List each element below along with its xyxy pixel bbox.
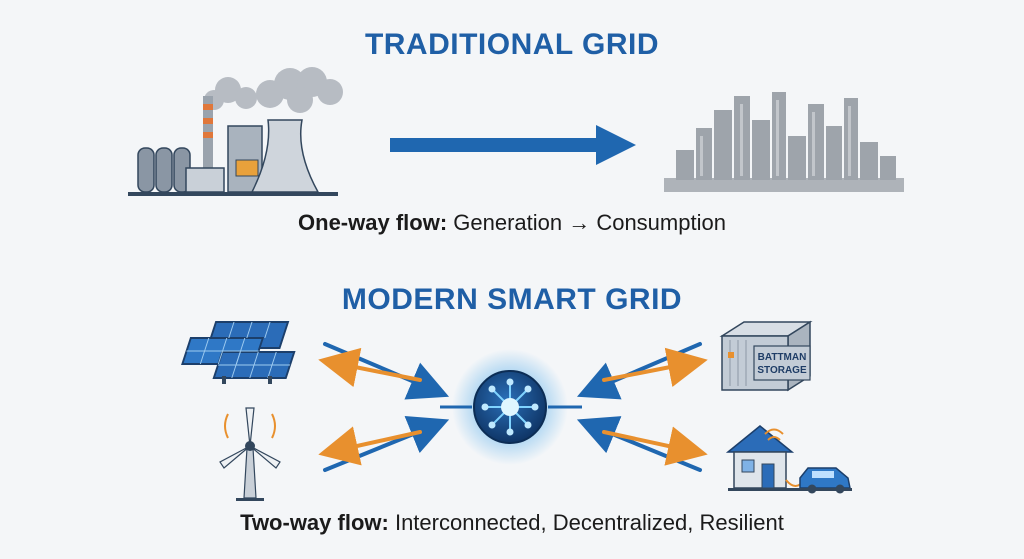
smart-caption: Two-way flow: Interconnected, Decentrali…: [0, 510, 1024, 536]
right-two-way-arrows: [576, 342, 708, 472]
wind-turbine-icon: [219, 407, 281, 501]
smart-caption-rest: Interconnected, Decentralized, Resilient: [388, 510, 784, 535]
battery-storage-icon: BATTMAN STORAGE: [719, 320, 813, 392]
smart-hub-icon: [452, 349, 568, 465]
house-ev-icon: [725, 425, 852, 494]
storage-label-line1: BATTMAN: [758, 352, 807, 363]
traditional-caption: One-way flow: Generation → Consumption: [0, 210, 1024, 236]
smart-caption-bold: Two-way flow:: [240, 510, 389, 535]
left-two-way-arrows: [318, 342, 450, 472]
city-skyline-icon: [664, 92, 904, 192]
storage-label-line2: STORAGE: [757, 365, 807, 376]
one-way-arrow: [390, 125, 636, 165]
solar-panel-icon: [181, 321, 296, 384]
traditional-caption-bold: One-way flow:: [298, 210, 448, 235]
traditional-caption-rest: Generation → Consumption: [447, 210, 726, 235]
smart-grid-title: MODERN SMART GRID: [341, 283, 683, 316]
traditional-grid-title: TRADITIONAL GRID: [364, 28, 660, 61]
power-plant-icon: [128, 67, 343, 196]
